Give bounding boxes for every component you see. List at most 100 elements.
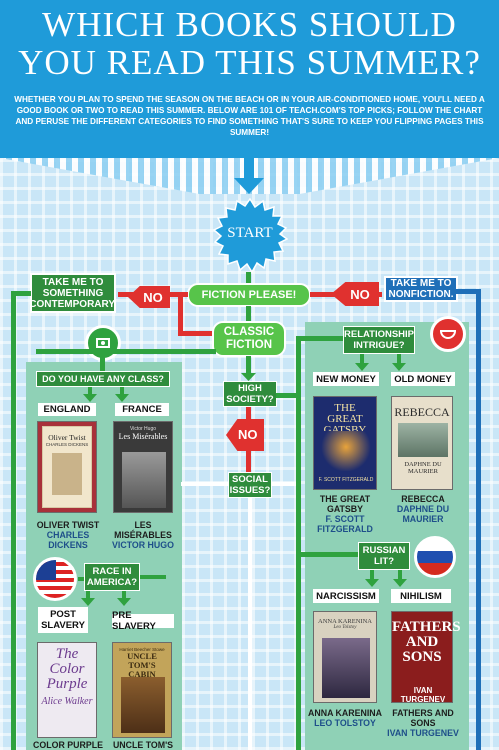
header: WHICH BOOKS SHOULD YOU READ THIS SUMMER?… xyxy=(0,0,499,158)
cover-title: THE GREAT GATSBY xyxy=(323,402,367,436)
connector xyxy=(36,349,216,354)
connector xyxy=(78,577,86,581)
book-cover-fathers-and-sons[interactable]: FATHERS AND SONS IVAN TURGENEV xyxy=(391,611,461,704)
cover-title: ANNA KARENINA xyxy=(318,618,372,625)
no-left-badge: NO xyxy=(128,286,170,308)
no-mid-label: NO xyxy=(238,427,258,442)
connector xyxy=(370,570,374,582)
starburst-icon xyxy=(212,197,289,274)
label-pre-slavery: PRE SLAVERY xyxy=(112,610,174,632)
white-connector xyxy=(271,482,297,486)
book-cover-great-gatsby[interactable]: THE GREAT GATSBY F. SCOTT FITZGERALD xyxy=(313,396,377,490)
connector xyxy=(296,336,344,341)
no-mid-badge: NO xyxy=(226,419,264,461)
label-narcissism: NARCISSISM xyxy=(313,589,379,603)
start-label: START xyxy=(227,225,273,241)
connector xyxy=(122,591,126,601)
connector xyxy=(100,349,105,374)
no-right-badge: NO xyxy=(331,282,379,306)
cover-author: Victor Hugo xyxy=(129,426,157,432)
book-title: REBECCA xyxy=(401,494,445,504)
class-question[interactable]: DO YOU HAVE ANY CLASS? xyxy=(36,371,170,387)
arrow-down-icon xyxy=(365,579,379,587)
fiction-please-button[interactable]: FICTION PLEASE! xyxy=(187,283,311,307)
caption-anna-karenina: ANNA KARENINA LEO TOLSTOY xyxy=(305,708,385,728)
red-connector xyxy=(178,296,183,336)
cover-author: F. SCOTT FITZGERALD xyxy=(318,477,374,483)
russian-flag-icon xyxy=(414,536,456,578)
connector xyxy=(140,575,166,579)
intro-text: WHETHER YOU PLAN TO SPEND THE SEASON ON … xyxy=(14,95,485,137)
book-title: OLIVER TWIST xyxy=(36,520,100,530)
title-line-2: YOU READ THIS SUMMER? xyxy=(18,43,481,82)
book-cover-color-purple[interactable]: The Color Purple Alice Walker xyxy=(37,642,97,738)
cover-title: Oliver Twist xyxy=(48,433,86,442)
high-society-question[interactable]: HIGH SOCIETY? xyxy=(223,381,277,407)
cover-author: IVAN TURGENEV xyxy=(400,686,446,704)
label-post-slavery: POST SLAVERY xyxy=(38,607,88,633)
book-cover-les-miserables[interactable]: Victor Hugo Les Misérables xyxy=(113,421,173,513)
caption-oliver-twist: OLIVER TWIST CHARLES DICKENS xyxy=(30,520,106,550)
book-title: FATHERS AND SONS xyxy=(392,708,454,728)
book-author: CHARLES DICKENS xyxy=(46,530,90,550)
connector xyxy=(246,356,251,378)
book-author: DAPHNE DU MAURIER xyxy=(396,504,450,524)
cover-author: DAPHNE DU MAURIER xyxy=(404,461,442,475)
connector xyxy=(360,354,364,366)
book-cover-oliver-twist[interactable]: Oliver Twist CHARLES DICKENS xyxy=(37,421,97,513)
connector xyxy=(246,306,251,324)
cover-title: The Color Purple xyxy=(46,646,88,692)
relationship-intrigue-question[interactable]: RELATIONSHIP INTRIGUE? xyxy=(343,326,415,354)
arrow-down-icon xyxy=(392,363,406,371)
right-rail-top xyxy=(456,289,480,294)
russian-lit-question[interactable]: RUSSIAN LIT? xyxy=(358,542,410,570)
arrow-down-icon xyxy=(115,394,129,402)
red-connector xyxy=(178,331,216,336)
book-title: ANNA KARENINA xyxy=(308,708,382,718)
lips-icon xyxy=(430,316,466,352)
caption-rebecca: REBECCA DAPHNE DU MAURIER xyxy=(386,494,460,524)
connector xyxy=(246,272,251,284)
left-rail-top xyxy=(11,291,31,296)
cover-title: FATHERS AND SONS xyxy=(392,619,461,665)
book-author: LEO TOLSTOY xyxy=(314,718,376,728)
nonfiction-button[interactable]: TAKE ME TO NONFICTION. xyxy=(384,276,458,302)
cover-author: Leo Tolstoy xyxy=(333,625,357,630)
caption-fathers-and-sons: FATHERS AND SONS IVAN TURGENEV xyxy=(386,708,460,738)
label-england: ENGLAND xyxy=(38,403,96,416)
caption-les-miserables: LES MISÉRABLES VICTOR HUGO xyxy=(105,520,181,550)
book-author: IVAN TURGENEV xyxy=(387,728,459,738)
contemporary-button[interactable]: TAKE ME TO SOMETHING CONTEMPORARY. xyxy=(29,273,117,313)
start-badge[interactable]: START xyxy=(212,197,289,274)
race-question[interactable]: RACE IN AMERICA? xyxy=(84,563,140,591)
arrow-down-icon xyxy=(81,598,95,606)
caption-uncle-toms: UNCLE TOM'S xyxy=(112,740,174,750)
label-new-money: NEW MONEY xyxy=(313,372,379,386)
connector xyxy=(296,552,360,557)
us-flag-icon xyxy=(33,557,77,601)
arrow-down-icon xyxy=(117,598,131,606)
book-cover-rebecca[interactable]: REBECCA DAPHNE DU MAURIER xyxy=(391,396,453,490)
arrow-down-icon xyxy=(355,363,369,371)
label-old-money: OLD MONEY xyxy=(391,372,455,386)
classic-fiction-button[interactable]: CLASSIC FICTION xyxy=(212,321,286,357)
connector xyxy=(397,354,401,366)
book-title: LES MISÉRABLES xyxy=(114,520,172,540)
cover-title: REBECCA xyxy=(394,405,450,419)
book-cover-anna-karenina[interactable]: ANNA KARENINA Leo Tolstoy xyxy=(313,611,377,703)
arrow-down-icon xyxy=(241,373,256,381)
start-arrow-shaft xyxy=(244,158,254,180)
connector xyxy=(88,387,92,397)
arrow-down-icon xyxy=(393,579,407,587)
book-author: VICTOR HUGO xyxy=(112,540,174,550)
book-cover-uncle-toms-cabin[interactable]: Harriet Beecher Stowe UNCLE TOM'S CABIN xyxy=(112,642,172,738)
connector xyxy=(276,393,300,398)
white-connector xyxy=(181,482,229,486)
left-rail xyxy=(11,291,16,750)
title-line-1: WHICH BOOKS SHOULD xyxy=(42,5,457,44)
social-issues-question[interactable]: SOCIAL ISSUES? xyxy=(228,472,272,498)
right-rail xyxy=(476,289,481,750)
label-nihilism: NIHILISM xyxy=(391,589,451,603)
book-title: THE GREAT GATSBY xyxy=(319,494,371,514)
